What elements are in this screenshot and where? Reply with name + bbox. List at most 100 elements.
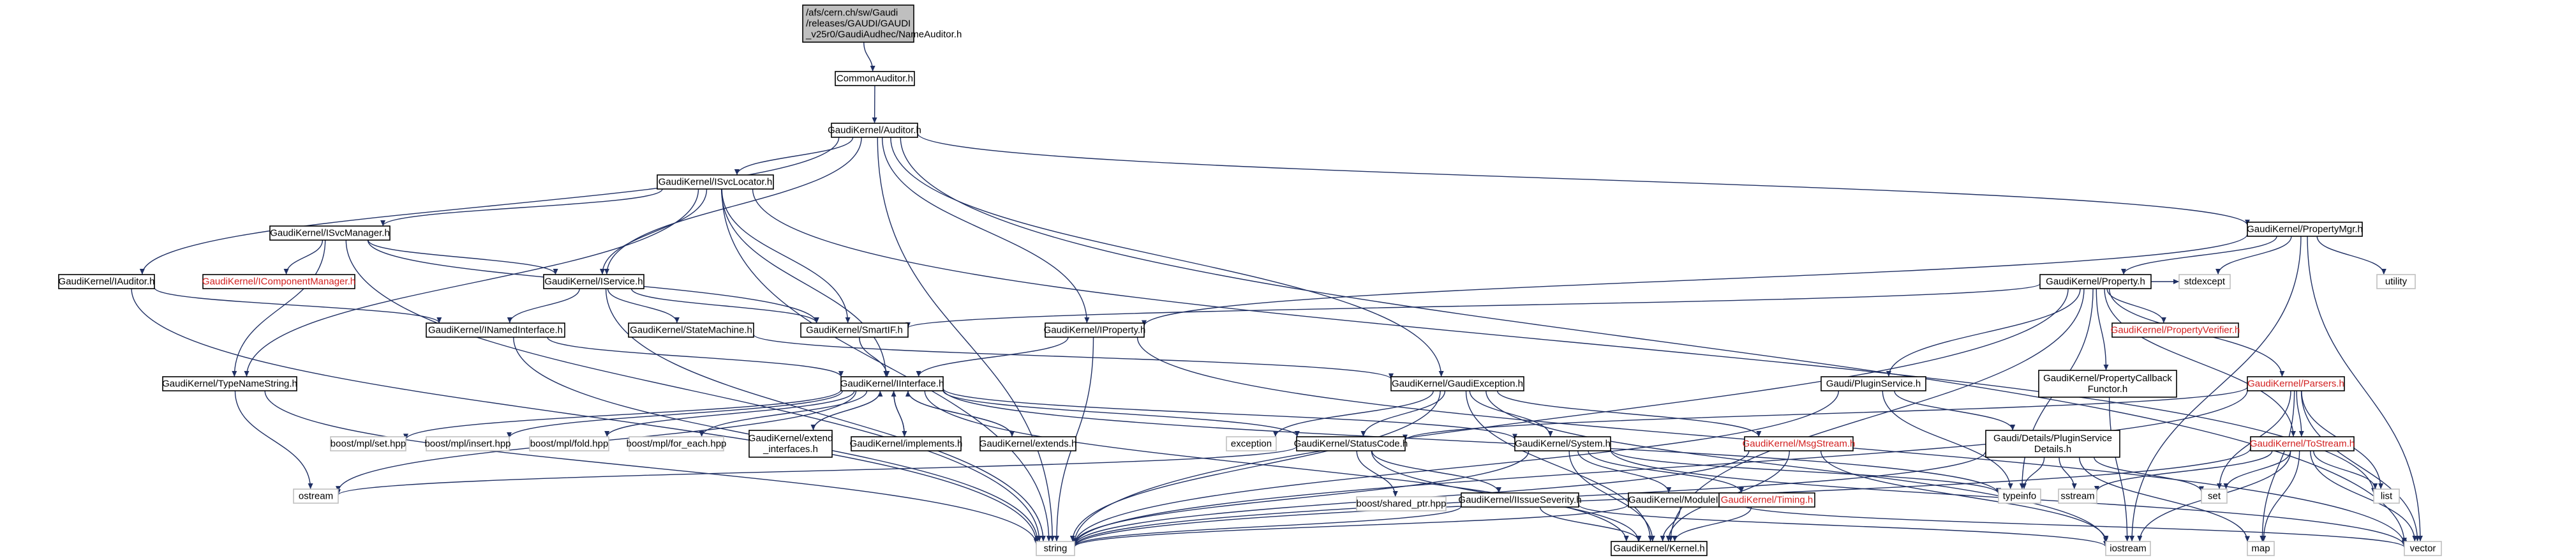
node-label: CommonAuditor.h [837,73,913,84]
node-commonauditor[interactable]: CommonAuditor.h [835,71,915,86]
node-isvclocator[interactable]: GaudiKernel/ISvcLocator.h [657,174,774,190]
node-pluginservice[interactable]: Gaudi/PluginService.h [1820,376,1926,391]
node-root[interactable]: /afs/cern.ch/sw/Gaudi/releases/GAUDI/GAU… [802,4,962,43]
node-propertyverifier[interactable]: GaudiKernel/PropertyVerifier.h [2111,322,2240,338]
edge-isvcmanager-to-iservice [368,239,558,275]
node-boostsharedptr: boost/shared_ptr.hpp [1356,496,1447,511]
node-label: GaudiKernel/TypeNameString.h [162,379,297,390]
node-gaudiexception[interactable]: GaudiKernel/GaudiException.h [1390,376,1524,391]
node-tostream[interactable]: GaudiKernel/ToStream.h [2250,436,2355,451]
edge-iissueseverity-to-kernel [1539,506,1642,542]
node-property[interactable]: GaudiKernel/Property.h [2039,274,2152,289]
node-label: map [2251,543,2270,554]
node-box [979,436,1076,451]
edge-isvclocator-to-isvcmanager [380,188,663,227]
node-iinterface[interactable]: GaudiKernel/IInterface.h [840,376,944,391]
edge-propertymgr-to-iostream [2129,236,2302,542]
node-box [58,274,155,289]
node-typeinfo: typeinfo [1998,488,2041,504]
node-box [1226,436,1277,451]
node-box [840,376,944,391]
node-extendinterfaces[interactable]: GaudiKernel/extend_interfaces.h [748,430,833,458]
edge-property-to-propertycallback [2096,288,2109,371]
edge-implements-to-iinterface [891,390,905,437]
edge-pluginservicedetails-to-sstream [2059,457,2077,490]
node-box [2105,541,2151,556]
node-label: boost/mpl/set.hpp [331,439,406,450]
node-propertymgr[interactable]: GaudiKernel/PropertyMgr.h [2247,222,2363,237]
node-inamedinterface[interactable]: GaudiKernel/INamedInterface.h [426,322,565,338]
node-timing[interactable]: GaudiKernel/Timing.h [1718,492,1815,508]
edge-statuscode-to-boostsharedptr [1356,450,1398,497]
node-box [2247,376,2345,391]
edge-pluginservice-to-pluginservicedetails [1894,390,2016,431]
edge-pluginservicedetails-to-set [2094,457,2204,492]
node-box [529,436,609,451]
node-moduleinfo[interactable]: GaudiKernel/ModuleInfo.h [1628,492,1740,508]
edge-propertymgr-to-property [2121,236,2277,275]
node-box [1611,541,1708,556]
edge-tostream-to-sstream [2094,450,2273,492]
edge-system-to-typeinfo [1610,449,2001,494]
node-label: boost/mpl/fold.hpp [530,439,609,450]
edge-isvclocator-to-smartif [721,188,851,324]
node-boostinsert: boost/mpl/insert.hpp [424,436,511,451]
node-label: GaudiKernel/Property.h [2046,276,2145,287]
edge-auditor-to-string [877,137,1055,542]
edge-isvclocator-to-string [721,188,1052,542]
node-extends[interactable]: GaudiKernel/extends.h [979,436,1077,451]
node-box [628,322,754,338]
node-box [2178,274,2231,289]
edge-gaudiexception-to-kernel [1465,390,1653,542]
node-parsers[interactable]: GaudiKernel/Parsers.h [2247,376,2345,391]
node-iservice[interactable]: GaudiKernel/IService.h [543,274,644,289]
edge-gaudiexception-to-statuscode [1360,390,1446,437]
node-box [2247,222,2363,237]
edge-tostream-to-map [2261,450,2300,542]
edge-statuscode-to-iissueseverity [1371,450,1501,494]
node-ostream: ostream [293,488,339,504]
node-iissueseverity[interactable]: GaudiKernel/IIssueSeverity.h [1458,492,1582,508]
node-box [2039,274,2152,289]
node-sstream: sstream [2058,488,2097,504]
node-statemachine[interactable]: GaudiKernel/StateMachine.h [628,322,754,338]
node-auditor[interactable]: GaudiKernel/Auditor.h [828,123,921,138]
edge-iissueseverity-to-iostream [1578,504,2108,547]
node-box [835,71,915,86]
node-label: GaudiKernel/implements.h [850,439,963,450]
node-smartif[interactable]: GaudiKernel/SmartIF.h [800,322,909,338]
edge-gaudiexception-to-system [1469,390,1553,437]
node-typenamestring[interactable]: GaudiKernel/TypeNameString.h [162,376,297,391]
node-label: GaudiKernel/SmartIF.h [806,325,903,336]
node-label: Functor.h [2088,384,2128,395]
node-box [543,274,644,289]
node-label: GaudiKernel/IIssueSeverity.h [1458,495,1581,506]
node-kernel[interactable]: GaudiKernel/Kernel.h [1611,541,1708,556]
node-label: GaudiKernel/StateMachine.h [630,325,752,336]
edge-auditor-to-iauditor [139,137,840,275]
node-label: iostream [2110,543,2147,554]
node-iauditor[interactable]: GaudiKernel/IAuditor.h [58,274,155,289]
node-list: list [2373,488,2400,504]
node-iproperty[interactable]: GaudiKernel/IProperty.h [1044,322,1146,338]
node-string: string [1036,541,1075,556]
node-label: GaudiKernel/System.h [1515,439,1611,450]
node-box [1998,488,2041,504]
node-label: GaudiKernel/Timing.h [1721,495,1813,506]
node-implements[interactable]: GaudiKernel/implements.h [850,436,963,451]
edge-property-to-tostream [2104,288,2296,437]
node-icomponentmanager[interactable]: GaudiKernel/IComponentManager.h [202,274,355,289]
node-box [2373,488,2400,504]
node-label: GaudiKernel/ISvcLocator.h [659,177,772,188]
node-isvcmanager[interactable]: GaudiKernel/ISvcManager.h [269,225,391,241]
node-label: _interfaces.h [763,444,818,455]
node-system[interactable]: GaudiKernel/System.h [1514,436,1611,451]
edge-iissueseverity-to-string [1072,506,1462,547]
node-statuscode[interactable]: GaudiKernel/StatusCode.h [1294,436,1408,451]
node-msgstream[interactable]: GaudiKernel/MsgStream.h [1743,436,1856,451]
edge-pluginservicedetails-to-map [2079,457,2250,542]
node-label: set [2208,491,2221,502]
node-label: GaudiKernel/GaudiException.h [1392,379,1523,390]
